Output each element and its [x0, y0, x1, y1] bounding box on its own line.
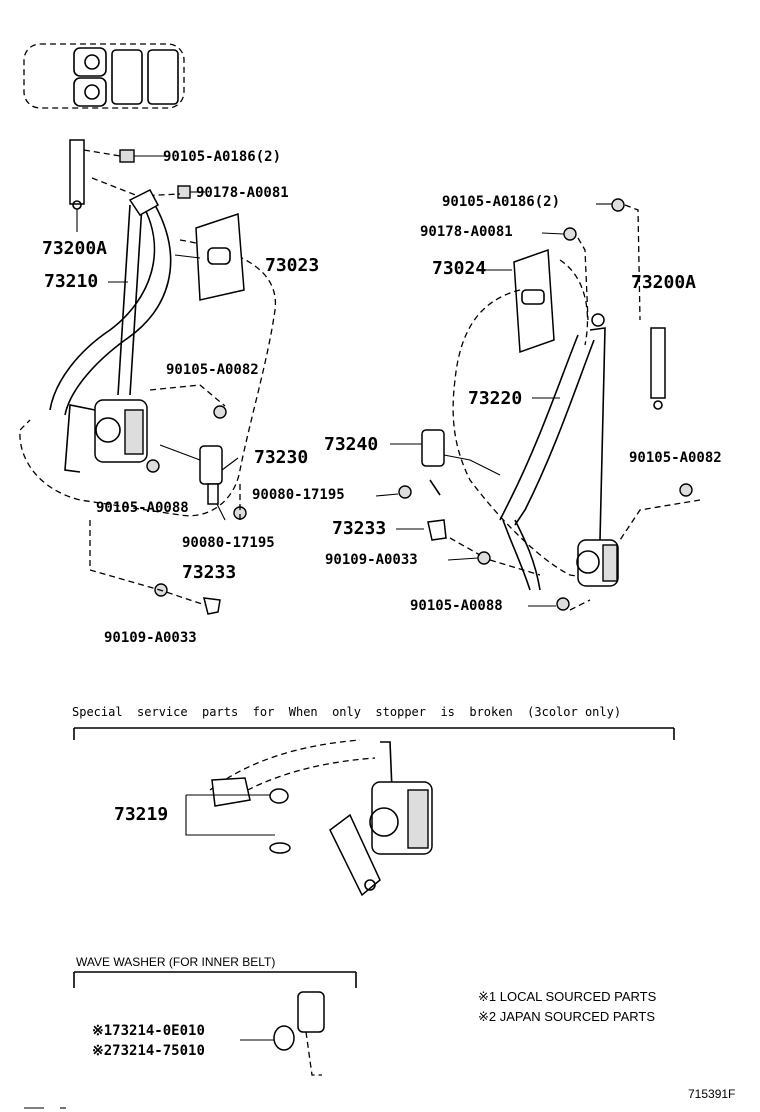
label-90105-a0088-left: 90105-A0088 [96, 500, 189, 516]
special-service-caption: Special service parts for When only stop… [72, 705, 622, 719]
special-service-section-art [73, 727, 675, 897]
note-local-sourced: ※1 LOCAL SOURCED PARTS [478, 989, 657, 1004]
note-japan-sourced: ※2 JAPAN SOURCED PARTS [478, 1009, 656, 1024]
label-90178-a0081-left: 90178-A0081 [196, 185, 289, 201]
label-73233-right: 73233 [332, 518, 387, 539]
wave-washer-title: WAVE WASHER (FOR INNER BELT) [76, 955, 276, 969]
label-73210: 73210 [44, 271, 99, 292]
label-90105-a0082-right: 90105-A0082 [629, 450, 722, 466]
label-90080-17195-left: 90080-17195 [182, 535, 275, 551]
wave-washer-part-1: ※173214-0E010 [92, 1023, 205, 1039]
label-90105-a0186-right: 90105-A0186(2) [442, 194, 561, 210]
label-90080-17195-right: 90080-17195 [252, 487, 345, 503]
label-90178-a0081-right: 90178-A0081 [420, 224, 513, 240]
label-73219: 73219 [114, 804, 169, 825]
wave-washer-part-2: ※273214-75010 [92, 1043, 205, 1059]
label-73220: 73220 [468, 388, 523, 409]
vehicle-cab-icon [23, 43, 185, 109]
label-73233-left: 73233 [182, 562, 237, 583]
label-73230: 73230 [254, 447, 309, 468]
wave-washer-section-art [24, 971, 357, 1109]
label-73024: 73024 [432, 258, 487, 279]
label-90105-a0082-left: 90105-A0082 [166, 362, 259, 378]
label-90105-a0186-left: 90105-A0186(2) [163, 149, 282, 165]
label-90109-a0033-right: 90109-A0033 [325, 552, 418, 568]
figure-id: 715391F [688, 1087, 736, 1101]
left-seatbelt-assembly [19, 139, 277, 615]
label-90109-a0033-left: 90109-A0033 [104, 630, 197, 646]
label-73023: 73023 [265, 255, 320, 276]
label-73200a-right: 73200A [631, 272, 697, 293]
label-73240: 73240 [324, 434, 379, 455]
right-seatbelt-assembly [375, 198, 701, 611]
label-73200a-left: 73200A [42, 238, 108, 259]
label-90105-a0088-right: 90105-A0088 [410, 598, 503, 614]
